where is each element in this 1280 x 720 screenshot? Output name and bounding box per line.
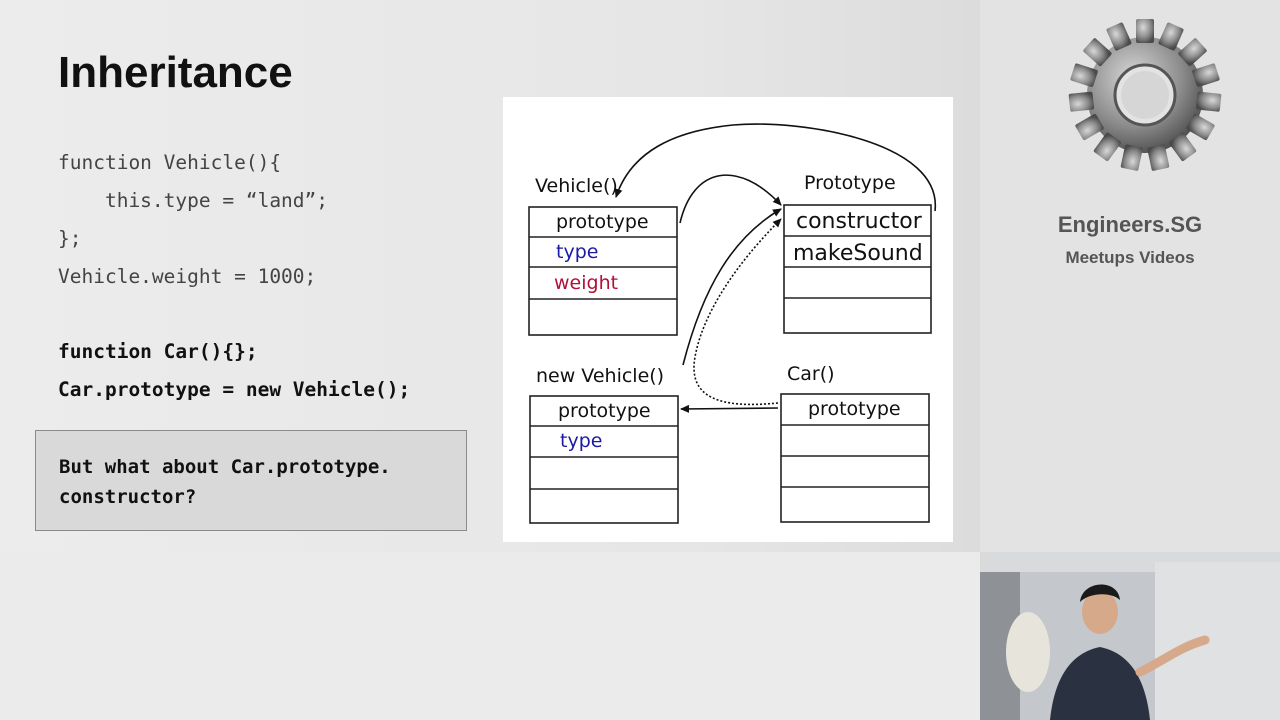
- code-line: };: [58, 227, 82, 250]
- vehicle-row-type: type: [556, 241, 598, 263]
- presenter-video-frame: [980, 552, 1280, 720]
- vehicle-row-prototype: prototype: [556, 211, 649, 233]
- below-slide-area: [0, 552, 980, 720]
- presenter-video: [980, 552, 1280, 720]
- prototype-row-constructor: constructor: [796, 209, 923, 234]
- slide-title: Inheritance: [58, 48, 293, 97]
- diagram-svg: Vehicle() prototype type weight Prototyp…: [528, 123, 936, 524]
- newvehicle-title: new Vehicle(): [536, 365, 664, 387]
- brand-name: Engineers.SG: [1057, 212, 1203, 237]
- prototype-row-makesound: makeSound: [793, 241, 923, 266]
- brand-subtitle: Meetups Videos: [1065, 248, 1195, 267]
- car-title: Car(): [787, 363, 835, 385]
- code-line: function Vehicle(){: [58, 151, 282, 174]
- arrow-dotted-car-to-prototype: [693, 218, 782, 406]
- newvehicle-box: [529, 395, 679, 524]
- arrow-vehicle-to-prototype: [679, 174, 782, 224]
- prototype-title: Prototype: [804, 172, 896, 194]
- vehicle-row-weight: weight: [554, 272, 618, 294]
- car-box: [780, 393, 930, 523]
- code-line: Vehicle.weight = 1000;: [58, 265, 317, 288]
- gear-icon: [1068, 19, 1222, 171]
- question-callout: But what about Car.prototype. constructo…: [35, 430, 467, 531]
- newvehicle-row-type: type: [560, 430, 602, 452]
- code-line: this.type = “land”;: [58, 189, 329, 212]
- brand-sidebar: Engineers.SG Meetups Videos: [980, 0, 1280, 552]
- arrow-newvehicle-to-prototype: [682, 208, 782, 366]
- prototype-diagram: Vehicle() prototype type weight Prototyp…: [503, 97, 953, 542]
- prototype-box: [783, 204, 932, 334]
- vehicle-box: [528, 206, 678, 336]
- arrow-constructor-to-vehicle: [614, 123, 936, 212]
- newvehicle-row-prototype: prototype: [558, 400, 651, 422]
- slide: Inheritance function Vehicle(){ this.typ…: [0, 0, 980, 552]
- code-line-bold: Car.prototype = new Vehicle();: [58, 378, 411, 401]
- code-line-bold: function Car(){};: [58, 340, 258, 363]
- vehicle-title: Vehicle(): [535, 175, 618, 197]
- callout-text: But what about Car.prototype. constructo…: [59, 456, 391, 508]
- car-row-prototype: prototype: [808, 398, 901, 420]
- arrow-car-to-newvehicle: [680, 404, 779, 413]
